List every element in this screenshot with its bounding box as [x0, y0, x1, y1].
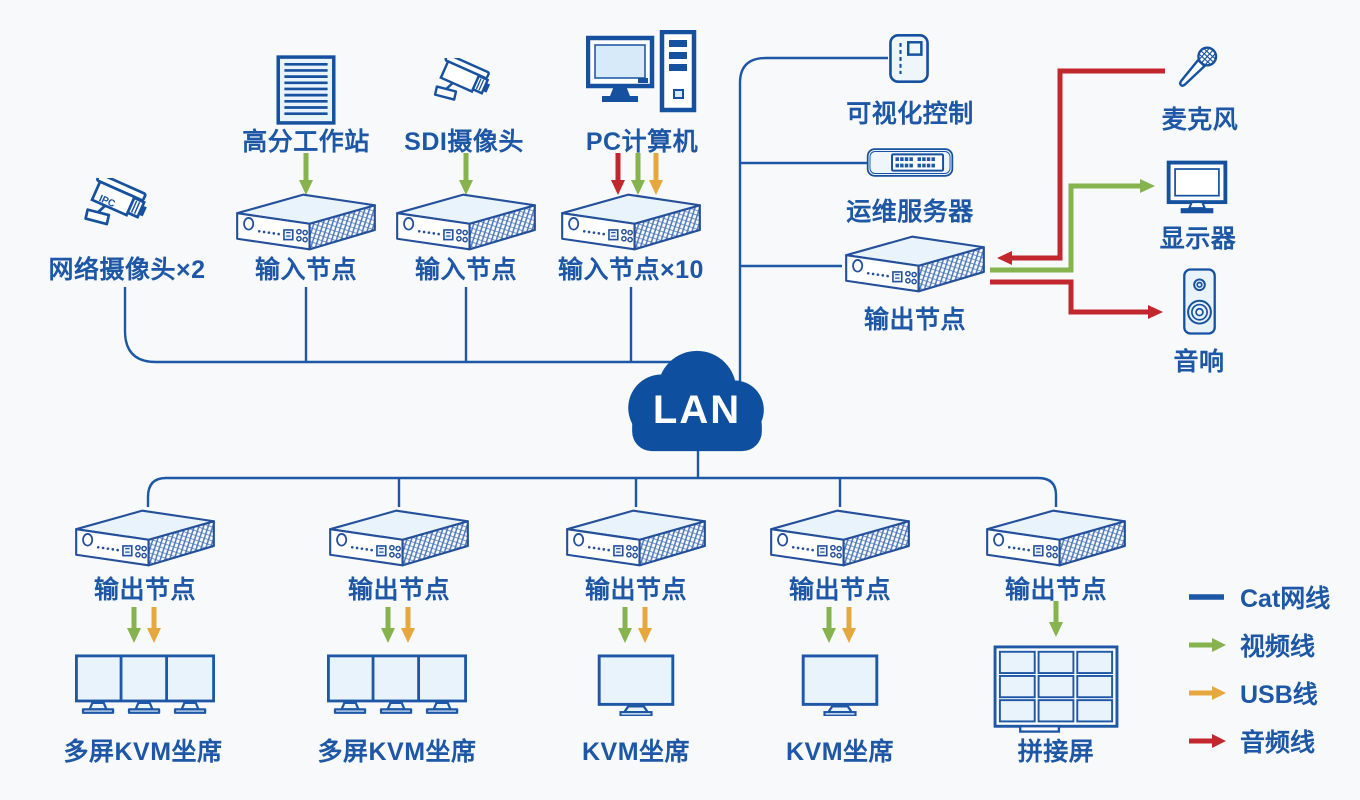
- label-speaker: 音响: [1173, 348, 1225, 376]
- output-node-device: [765, 506, 915, 570]
- multi-screen-console-icon: [74, 654, 216, 716]
- cat-network-lines: [123, 56, 1058, 507]
- label-output-node-2: 输出节点: [347, 576, 451, 604]
- workstation-icon: [275, 54, 337, 126]
- label-output-node-3: 输出节点: [584, 576, 688, 604]
- monitor-icon: [801, 654, 879, 716]
- label-input-node-2: 输入节点: [414, 256, 518, 284]
- signal-arrows: [127, 68, 1165, 643]
- label-endpoint-1: 多屏KVM坐席: [63, 738, 223, 766]
- label-output-node-5: 输出节点: [1004, 576, 1108, 604]
- label-ops-server: 运维服务器: [846, 198, 974, 226]
- label-microphone: 麦克风: [1161, 106, 1239, 134]
- input-node-device: [231, 190, 381, 254]
- label-output-node-right: 输出节点: [863, 306, 967, 334]
- label-endpoint-2: 多屏KVM坐席: [317, 738, 477, 766]
- visual-control-icon: [888, 33, 930, 84]
- sdi-camera-icon: [432, 58, 500, 123]
- output-node-device: [324, 506, 474, 570]
- label-input-node-1: 输入节点: [254, 256, 358, 284]
- monitor-icon: [597, 654, 675, 716]
- label-display: 显示器: [1159, 225, 1237, 253]
- pc-icon: [586, 30, 698, 122]
- lan-label: LAN: [652, 387, 742, 432]
- display-icon: [1166, 160, 1228, 215]
- label-input-node-3: 输入节点×10: [558, 256, 704, 284]
- legend-swatch-usb: [1189, 686, 1226, 700]
- label-output-node-1: 输出节点: [93, 576, 197, 604]
- label-endpoint-5: 拼接屏: [1017, 738, 1095, 766]
- output-node-device: [561, 506, 711, 570]
- legend-label-audio: 音频线: [1240, 729, 1316, 757]
- speaker-icon: [1182, 268, 1217, 335]
- label-endpoint-4: KVM坐席: [785, 738, 895, 766]
- output-node-device: [840, 232, 990, 296]
- label-workstation: 高分工作站: [242, 128, 370, 156]
- ip-camera-icon: [82, 178, 158, 250]
- legend-label-video: 视频线: [1240, 633, 1316, 661]
- label-ip-camera: 网络摄像头×2: [48, 256, 206, 284]
- label-sdi-camera: SDI摄像头: [404, 128, 524, 156]
- output-node-device: [70, 506, 220, 570]
- label-visual-control: 可视化控制: [846, 100, 974, 128]
- legend-label-usb: USB线: [1240, 681, 1318, 709]
- legend-swatch-video: [1189, 638, 1226, 652]
- ops-server-icon: [866, 148, 954, 177]
- video-wall-icon: [993, 645, 1119, 734]
- legend-label-cat: Cat网线: [1240, 585, 1331, 613]
- output-node-device: [981, 506, 1131, 570]
- multi-screen-console-icon: [326, 654, 468, 716]
- legend-swatch-audio: [1189, 734, 1226, 748]
- lan-cloud-icon: [628, 350, 764, 452]
- input-node-device: [391, 190, 541, 254]
- label-output-node-4: 输出节点: [788, 576, 892, 604]
- label-pc: PC计算机: [585, 128, 699, 156]
- label-endpoint-3: KVM坐席: [581, 738, 691, 766]
- input-node-device: [556, 190, 706, 254]
- microphone-icon: [1168, 40, 1224, 98]
